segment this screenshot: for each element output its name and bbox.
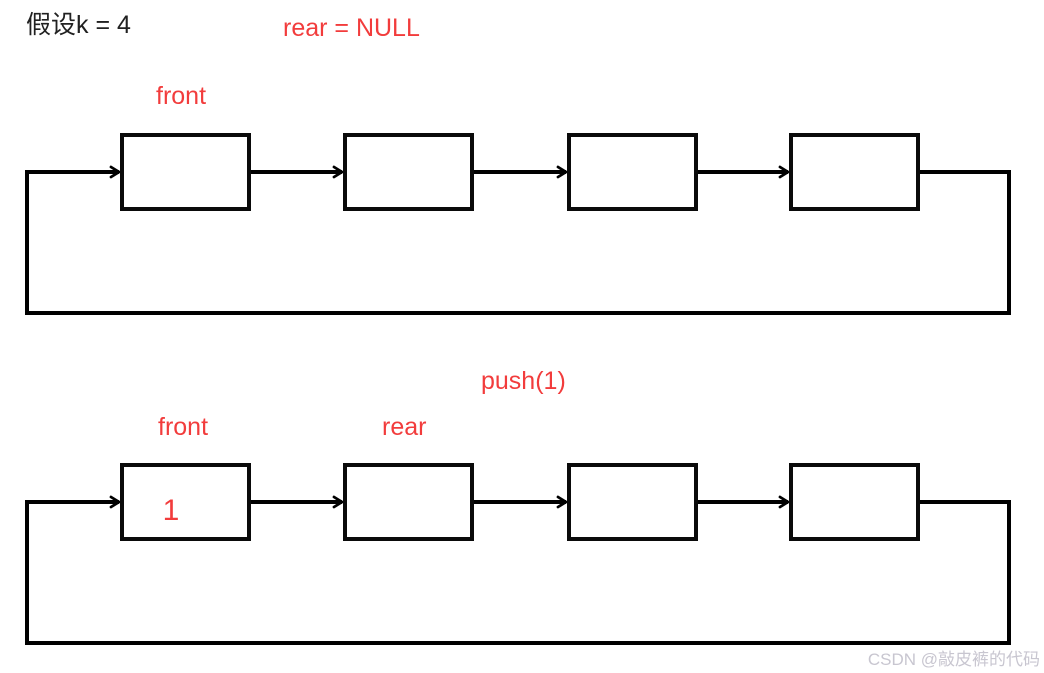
front-pointer-label: front xyxy=(156,82,206,110)
queue-diagram-initial: rear = NULL front xyxy=(25,14,1011,315)
watermark-text: CSDN @敲皮裤的代码 xyxy=(868,650,1040,669)
circular-link-arrow xyxy=(25,495,1011,645)
queue-node xyxy=(789,463,920,541)
front-pointer-label: front xyxy=(158,413,208,441)
queue-node xyxy=(789,133,920,211)
rear-null-label: rear = NULL xyxy=(283,14,420,42)
queue-node xyxy=(343,133,474,211)
queue-node xyxy=(120,463,251,541)
assumption-label: 假设k = 4 xyxy=(26,11,131,39)
queue-node xyxy=(567,133,698,211)
queue-diagram-after-push: 1 push(1) front rear xyxy=(25,367,1011,645)
queue-node xyxy=(567,463,698,541)
push-operation-label: push(1) xyxy=(481,367,566,395)
queue-node-value: 1 xyxy=(163,494,180,527)
queue-node xyxy=(120,133,251,211)
queue-node xyxy=(343,463,474,541)
circular-link-arrow xyxy=(25,165,1011,315)
rear-pointer-label: rear xyxy=(382,413,426,441)
